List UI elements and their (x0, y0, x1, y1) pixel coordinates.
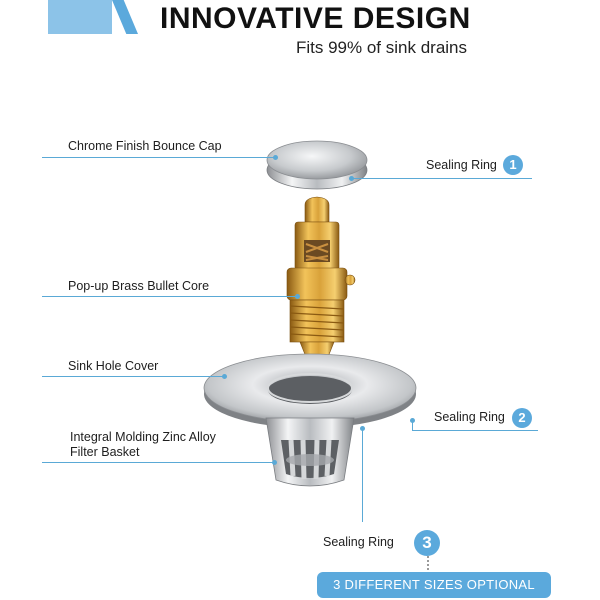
badge-3: 3 (414, 530, 440, 556)
leader-sealing-ring-2 (412, 430, 538, 431)
leader-filter-basket (42, 462, 274, 463)
cap-top (266, 140, 368, 180)
leader-hole-cover (42, 376, 225, 377)
leader-dot (360, 426, 365, 431)
page-title: INNOVATIVE DESIGN (160, 2, 471, 35)
page-subtitle: Fits 99% of sink drains (296, 38, 468, 57)
badge-1: 1 (503, 155, 523, 175)
leader-sealing-ring-3 (362, 428, 363, 522)
label-sealing-ring-1: Sealing Ring (426, 158, 497, 172)
leader-dot (295, 294, 300, 299)
core-tip (304, 196, 330, 223)
leader-dot (272, 460, 277, 465)
flange-hole (268, 376, 352, 404)
leader-sealing-ring-1 (352, 178, 532, 179)
sizes-banner: 3 DIFFERENT SIZES OPTIONAL (317, 572, 551, 598)
label-filter-basket-line1: Integral Molding Zinc Alloy (70, 430, 216, 444)
label-sealing-ring-2: Sealing Ring (434, 410, 505, 424)
label-brass-core: Pop-up Brass Bullet Core (68, 279, 210, 293)
badge-2: 2 (512, 408, 532, 428)
core-pin (344, 274, 356, 286)
label-hole-cover: Sink Hole Cover (68, 359, 159, 373)
leader-chrome-cap (42, 157, 276, 158)
leader-dot (222, 374, 227, 379)
dashed-connector (427, 556, 429, 570)
leader-sealing-ring-2-vertical (412, 420, 413, 430)
leader-brass-core (42, 296, 298, 297)
label-filter-basket-line2: Filter Basket (70, 445, 140, 459)
label-sealing-ring-3: Sealing Ring (323, 535, 394, 549)
label-chrome-cap: Chrome Finish Bounce Cap (68, 139, 222, 153)
leader-dot (273, 155, 278, 160)
header-stripe-block (48, 0, 112, 34)
leader-dot (410, 418, 415, 423)
leader-dot (349, 176, 354, 181)
